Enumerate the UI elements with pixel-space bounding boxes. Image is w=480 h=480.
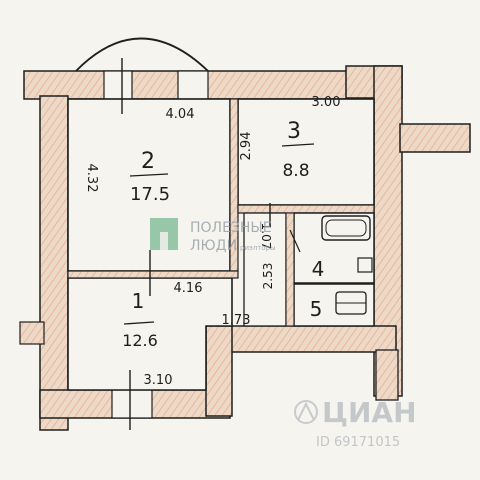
wall-left <box>39 95 69 431</box>
dim-room2-width: 4.04 <box>166 107 195 122</box>
room-1-rule <box>123 321 155 325</box>
watermark-line2: ЛЮДИ <box>190 238 237 254</box>
watermark-small: риэлторы <box>240 244 276 252</box>
dim-corridor-height: 2.53 <box>261 263 275 290</box>
room-number-4: 4 <box>312 257 325 281</box>
watermark-id: ID 69171015 <box>316 435 400 450</box>
dim-room2-height: 4.32 <box>84 164 99 193</box>
room-2-floor <box>67 98 231 272</box>
room-area-2: 17.5 <box>130 184 170 205</box>
wall-bottom-right <box>205 325 397 353</box>
dim-room2-bottom: 4.16 <box>174 281 203 296</box>
window-top-right <box>177 70 209 100</box>
watermark-logo-gap <box>160 232 168 250</box>
wall-left-stub <box>19 321 45 345</box>
wall-right-stub <box>399 123 471 153</box>
room-area-1: 12.6 <box>122 331 158 350</box>
wall-bottom-right-down <box>205 325 233 417</box>
balcony-arc <box>75 37 209 72</box>
room-3-rule <box>281 143 315 147</box>
room-number-3: 3 <box>287 119 301 144</box>
door-bath <box>289 229 301 253</box>
cian-logo-icon <box>294 400 318 424</box>
partition-2-1 <box>67 270 239 279</box>
dim-room3-height: 2.94 <box>239 132 254 161</box>
bathtub-inner <box>325 219 367 237</box>
dim-hall-step: 1.73 <box>222 313 251 328</box>
dim-room1-bottom: 3.10 <box>144 373 173 388</box>
dim-room3-width: 3.00 <box>312 95 341 110</box>
bathtub <box>321 215 371 241</box>
room-5-floor <box>293 283 375 327</box>
hall-small-floor <box>243 212 287 327</box>
room-number-5: 5 <box>310 297 323 321</box>
basin-4 <box>357 257 373 273</box>
watermark-line1: ПОЛЕЗНЫЕ <box>190 220 272 236</box>
dim-hall-small: 1.07 <box>259 223 273 250</box>
room-area-3: 8.8 <box>282 161 309 181</box>
window-top-left <box>103 70 133 100</box>
partition-3-bath <box>237 204 375 214</box>
room-number-1: 1 <box>132 289 145 313</box>
room-3-floor <box>237 98 375 206</box>
wall-right-lower <box>375 349 399 401</box>
window-bottom <box>111 389 153 419</box>
room-2-rule <box>129 173 169 177</box>
watermark-brand: ЦИАН <box>322 396 417 429</box>
partition-bath <box>285 212 295 327</box>
room-number-2: 2 <box>141 149 155 174</box>
